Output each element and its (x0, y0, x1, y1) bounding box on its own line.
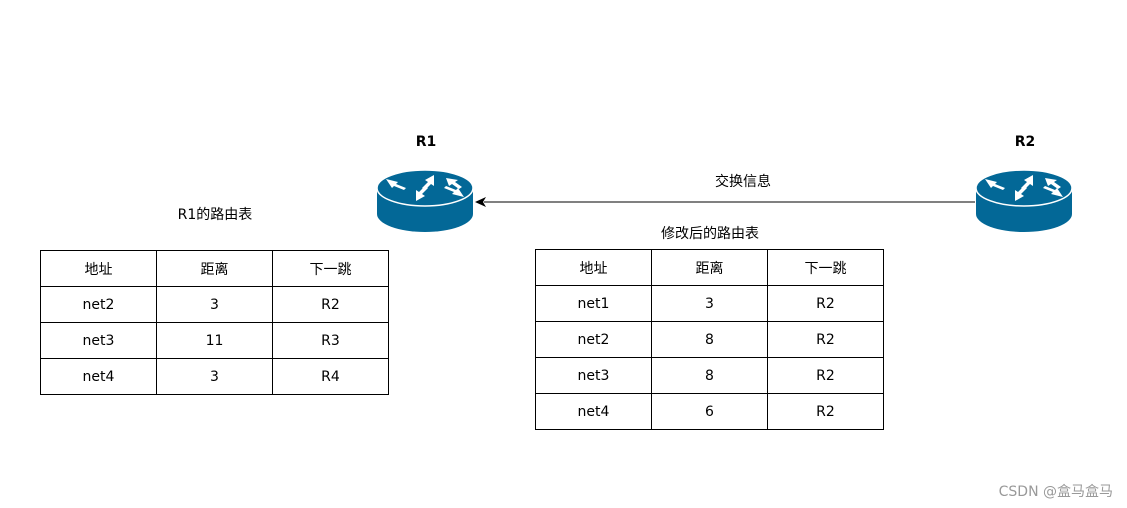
exchange-arrow (475, 197, 975, 207)
cell-address: net4 (40, 358, 157, 395)
router-r2-icon (975, 169, 1073, 232)
cell-next-hop: R4 (272, 358, 389, 395)
table-row: net3 8 R2 (535, 357, 884, 394)
header-address: 地址 (535, 249, 652, 286)
header-distance: 距离 (651, 249, 768, 286)
table-row: net2 8 R2 (535, 321, 884, 358)
cell-address: net2 (40, 286, 157, 323)
header-next-hop: 下一跳 (272, 250, 389, 287)
link-label: 交换信息 (715, 174, 771, 190)
cell-distance: 3 (651, 285, 768, 322)
table-header-row: 地址 距离 下一跳 (40, 250, 389, 287)
cell-next-hop: R2 (767, 357, 884, 394)
router-r1-label: R1 (415, 134, 437, 150)
table-r1-caption: R1的路由表 (177, 207, 253, 223)
cell-distance: 3 (156, 286, 273, 323)
cell-next-hop: R2 (272, 286, 389, 323)
watermark: CSDN @盒马盒马 (998, 484, 1113, 500)
cell-next-hop: R2 (767, 321, 884, 358)
table-row: net3 11 R3 (40, 322, 389, 359)
header-address: 地址 (40, 250, 157, 287)
table-modified: 地址 距离 下一跳 net1 3 R2 net2 8 R2 net3 8 R2 … (535, 249, 884, 430)
cell-next-hop: R3 (272, 322, 389, 359)
cell-next-hop: R2 (767, 285, 884, 322)
header-next-hop: 下一跳 (767, 249, 884, 286)
table-r1: 地址 距离 下一跳 net2 3 R2 net3 11 R3 net4 3 R4 (40, 250, 389, 395)
cell-address: net2 (535, 321, 652, 358)
table-row: net1 3 R2 (535, 285, 884, 322)
table-modified-caption: 修改后的路由表 (661, 226, 759, 242)
cell-distance: 8 (651, 357, 768, 394)
cell-distance: 3 (156, 358, 273, 395)
table-row: net4 3 R4 (40, 358, 389, 395)
table-row: net4 6 R2 (535, 393, 884, 430)
cell-next-hop: R2 (767, 393, 884, 430)
cell-distance: 8 (651, 321, 768, 358)
cell-distance: 6 (651, 393, 768, 430)
table-header-row: 地址 距离 下一跳 (535, 249, 884, 286)
header-distance: 距离 (156, 250, 273, 287)
cell-address: net4 (535, 393, 652, 430)
cell-address: net1 (535, 285, 652, 322)
cell-address: net3 (40, 322, 157, 359)
cell-address: net3 (535, 357, 652, 394)
router-r1-icon (376, 169, 474, 232)
cell-distance: 11 (156, 322, 273, 359)
router-r2-label: R2 (1014, 134, 1036, 150)
table-row: net2 3 R2 (40, 286, 389, 323)
